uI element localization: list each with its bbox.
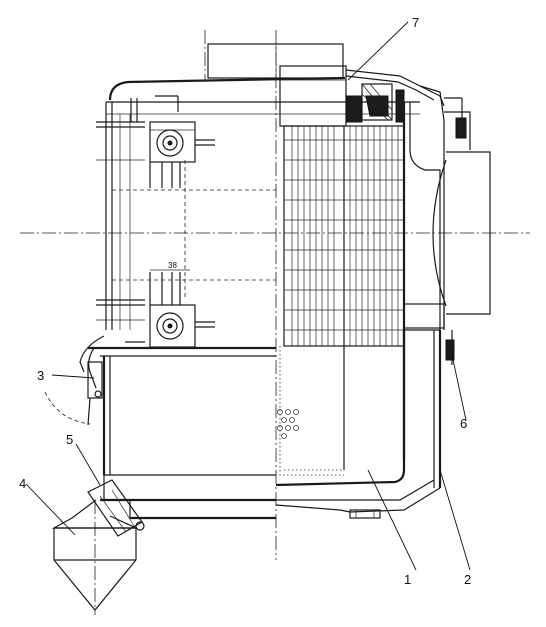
- dimension-38-label: 38: [168, 261, 177, 270]
- element-top-cap: [279, 65, 445, 127]
- hidden-lines: [112, 160, 276, 300]
- callout-7: 7: [412, 15, 419, 30]
- callout-5: 5: [66, 432, 73, 447]
- callout-2: 2: [464, 572, 471, 587]
- callout-4: 4: [19, 476, 26, 491]
- callout-leaders: [25, 21, 471, 571]
- outer-housing-bottom: [275, 330, 441, 519]
- lower-housing: [100, 356, 276, 520]
- top-outlet-neck: [207, 43, 344, 79]
- callout-labels: 7 1 2 3 4 5 6: [19, 15, 471, 587]
- right-housing-wall: [402, 85, 455, 488]
- side-inlet-pipe: [432, 97, 491, 315]
- latch-assembly: [44, 335, 105, 426]
- callout-3: 3: [37, 368, 44, 383]
- pleated-filter-element: [279, 125, 405, 476]
- callout-6: 6: [460, 416, 467, 431]
- middle-band: [88, 341, 276, 357]
- center-lines: [20, 30, 530, 615]
- callout-1: 1: [404, 572, 411, 587]
- lower-clamp-bracket: 38: [149, 261, 215, 348]
- upper-clamp-bracket: [130, 95, 215, 188]
- perforation-holes: [277, 409, 299, 439]
